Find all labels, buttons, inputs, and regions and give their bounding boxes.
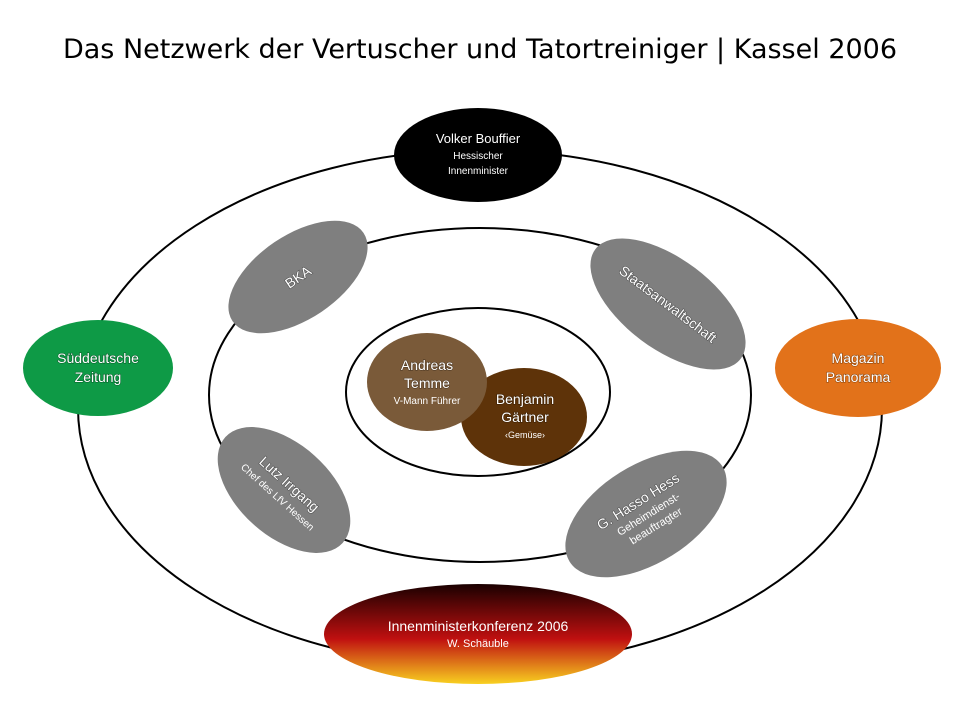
- node-bouffier-name: Volker Bouffier: [436, 131, 521, 146]
- node-temme-shape: [367, 333, 487, 431]
- node-gaertner[interactable]: Benjamin Gärtner ‹Gemüse›: [461, 368, 587, 466]
- node-imk-role: W. Schäuble: [447, 638, 509, 650]
- node-imk-shape: [324, 584, 632, 684]
- node-gaertner-shape: [461, 368, 587, 466]
- node-panorama-shape: [775, 319, 941, 417]
- node-gaertner-line1: Benjamin: [496, 391, 554, 407]
- node-temme-line2: Temme: [404, 375, 450, 391]
- node-imk[interactable]: Innenministerkonferenz 2006 W. Schäuble: [324, 584, 632, 684]
- inner-ring: [345, 307, 611, 477]
- node-bka[interactable]: BKA: [209, 198, 387, 356]
- node-gaertner-role: ‹Gemüse›: [505, 430, 545, 440]
- node-irrgang-shape: [217, 427, 351, 553]
- node-panorama-line1: Magazin: [832, 350, 885, 366]
- node-panorama-line2: Panorama: [826, 369, 891, 385]
- node-imk-name: Innenministerkonferenz 2006: [388, 618, 569, 634]
- node-sueddeutsche-shape: [23, 320, 173, 416]
- node-staatsanwaltschaft-shape: [590, 238, 746, 370]
- node-sueddeutsche-line2: Zeitung: [75, 369, 122, 385]
- node-temme-role: V-Mann Führer: [394, 396, 461, 407]
- node-hess[interactable]: G. Hasso Hess Geheimdienst- beauftragter: [544, 425, 749, 603]
- node-bouffier-role-2: Innenminister: [448, 166, 509, 177]
- node-temme[interactable]: Andreas Temme V-Mann Führer: [367, 333, 487, 431]
- node-hess-shape: [565, 450, 727, 578]
- node-sueddeutsche[interactable]: Süddeutsche Zeitung: [23, 320, 173, 416]
- node-bouffier-role-1: Hessischer: [453, 151, 503, 162]
- node-bka-shape: [228, 220, 368, 334]
- node-panorama[interactable]: Magazin Panorama: [775, 319, 941, 417]
- node-sueddeutsche-line1: Süddeutsche: [57, 350, 139, 366]
- middle-ring: [208, 227, 752, 563]
- page-title: Das Netzwerk der Vertuscher und Tatortre…: [62, 34, 898, 65]
- node-staatsanwaltschaft[interactable]: Staatsanwaltschaft: [568, 213, 768, 394]
- node-temme-line1: Andreas: [401, 357, 453, 373]
- node-bouffier-shape: [394, 108, 562, 202]
- node-irrgang[interactable]: Lutz Irrgang Chef des LfV Hessen: [195, 403, 374, 577]
- node-gaertner-line2: Gärtner: [501, 409, 549, 425]
- node-bouffier[interactable]: Volker Bouffier Hessischer Innenminister: [394, 108, 562, 202]
